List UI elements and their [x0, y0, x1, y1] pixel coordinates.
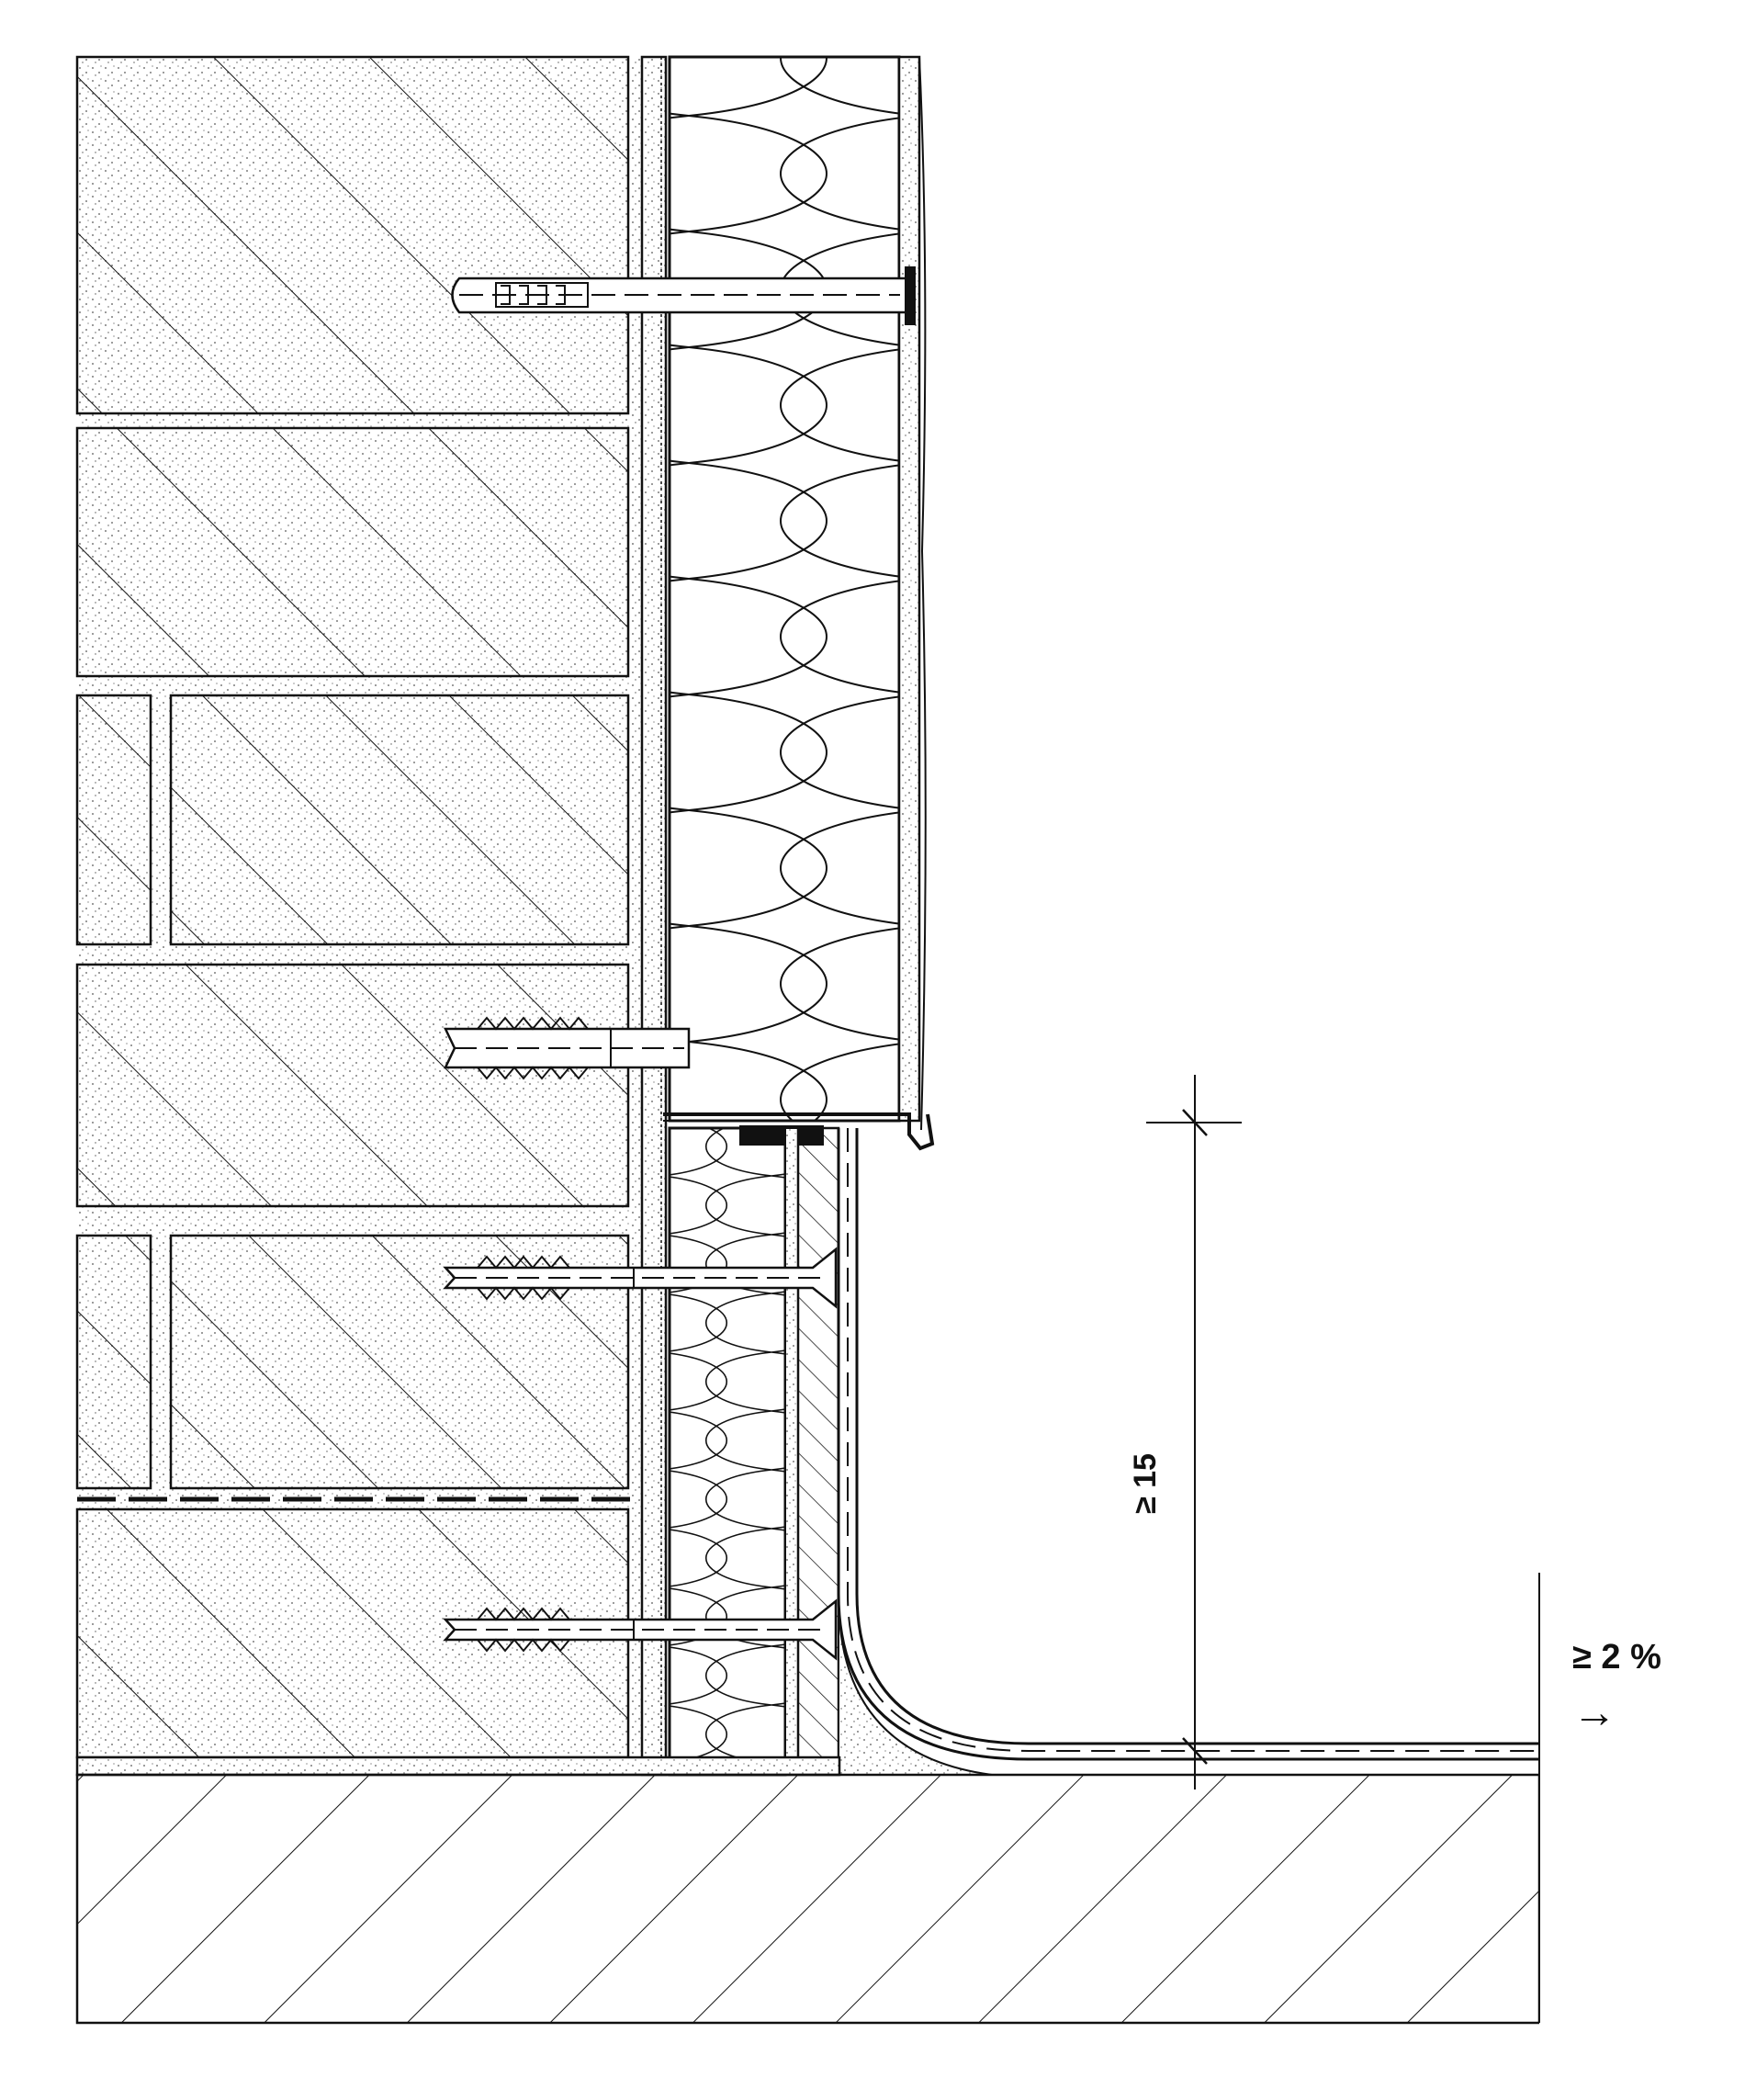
base-rail-profile [663, 1112, 935, 1151]
insulation-anchor-middle [444, 1016, 691, 1080]
plinth-insulation [668, 1126, 840, 1777]
membrane-outer [837, 1128, 1538, 1761]
protection-board [796, 1126, 840, 1777]
render-coat [897, 55, 921, 1123]
brick-course-1 [75, 55, 630, 415]
brick-course-4 [75, 963, 630, 1208]
slope-min-label: ≥ 2 % [1572, 1638, 1661, 1677]
mortar-fillet [838, 1596, 993, 1776]
upper-insulation [663, 55, 935, 1151]
plinth-anchor-upper [443, 1247, 838, 1309]
slope-arrow: → [1572, 1688, 1616, 1737]
brick-left-stub-5 [75, 1234, 152, 1490]
plaster-layer [640, 55, 668, 1777]
brick-left-stub-3 [75, 694, 152, 946]
waterproofing-membrane [837, 1128, 1538, 1776]
dimension-slash-bottom [1182, 1737, 1208, 1765]
plinth-anchor-lower [443, 1598, 838, 1661]
anchors [443, 266, 916, 1661]
brick-course-3 [169, 694, 630, 946]
insulation-board-lower [668, 1126, 787, 1777]
membrane-inner [855, 1128, 1538, 1745]
insulation-anchor-top [451, 266, 916, 325]
floor-slab [75, 1727, 1558, 2030]
slab-screed-line [75, 1756, 841, 1777]
slab-right-mask [1539, 1755, 1558, 2030]
render-outer-edge [918, 56, 927, 1131]
brick-course-2 [75, 426, 630, 678]
slope-annotation: ≥ 2 % → [1538, 1573, 1661, 1737]
insulation-board-upper [668, 55, 901, 1123]
dimension-slash-top [1182, 1109, 1208, 1136]
concrete-slab [75, 1773, 1541, 2025]
plinth-render [784, 1127, 799, 1776]
height-dimension: ≥ 15 [1128, 1075, 1242, 1790]
height-min-label: ≥ 15 [1128, 1453, 1163, 1514]
masonry-wall [75, 55, 668, 1777]
membrane-core [847, 1128, 1538, 1752]
